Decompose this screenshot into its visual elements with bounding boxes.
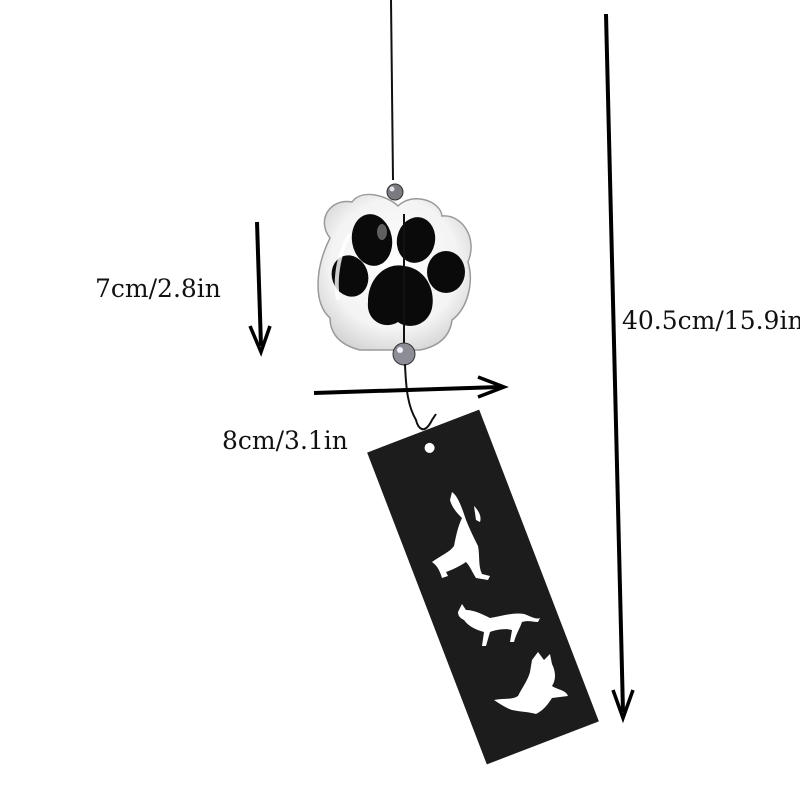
total-length-measurement-label: 40.5cm/15.9in — [622, 306, 800, 335]
height-arrow — [248, 221, 272, 357]
toe-pad-4 — [427, 251, 465, 293]
paw-bell-icon — [317, 193, 472, 351]
width-measurement-label: 8cm/3.1in — [222, 426, 348, 455]
top-bead-icon — [386, 183, 404, 201]
length-arrow — [604, 13, 635, 724]
main-pad — [367, 265, 433, 326]
hanging-string — [390, 0, 394, 181]
height-measurement-label: 7cm/2.8in — [95, 274, 221, 303]
bottom-bead-icon — [392, 342, 416, 366]
toe-pad-1 — [351, 214, 393, 266]
paper-tag — [367, 409, 599, 765]
cat-silhouette-icon-1 — [432, 492, 490, 580]
cat-silhouette-icon-3 — [494, 652, 568, 714]
width-arrow — [313, 375, 509, 399]
cat-silhouette-icon-2 — [458, 604, 540, 646]
toe-pad-3 — [331, 255, 369, 297]
toe-pad-2 — [396, 217, 436, 263]
tag-string — [404, 363, 437, 431]
